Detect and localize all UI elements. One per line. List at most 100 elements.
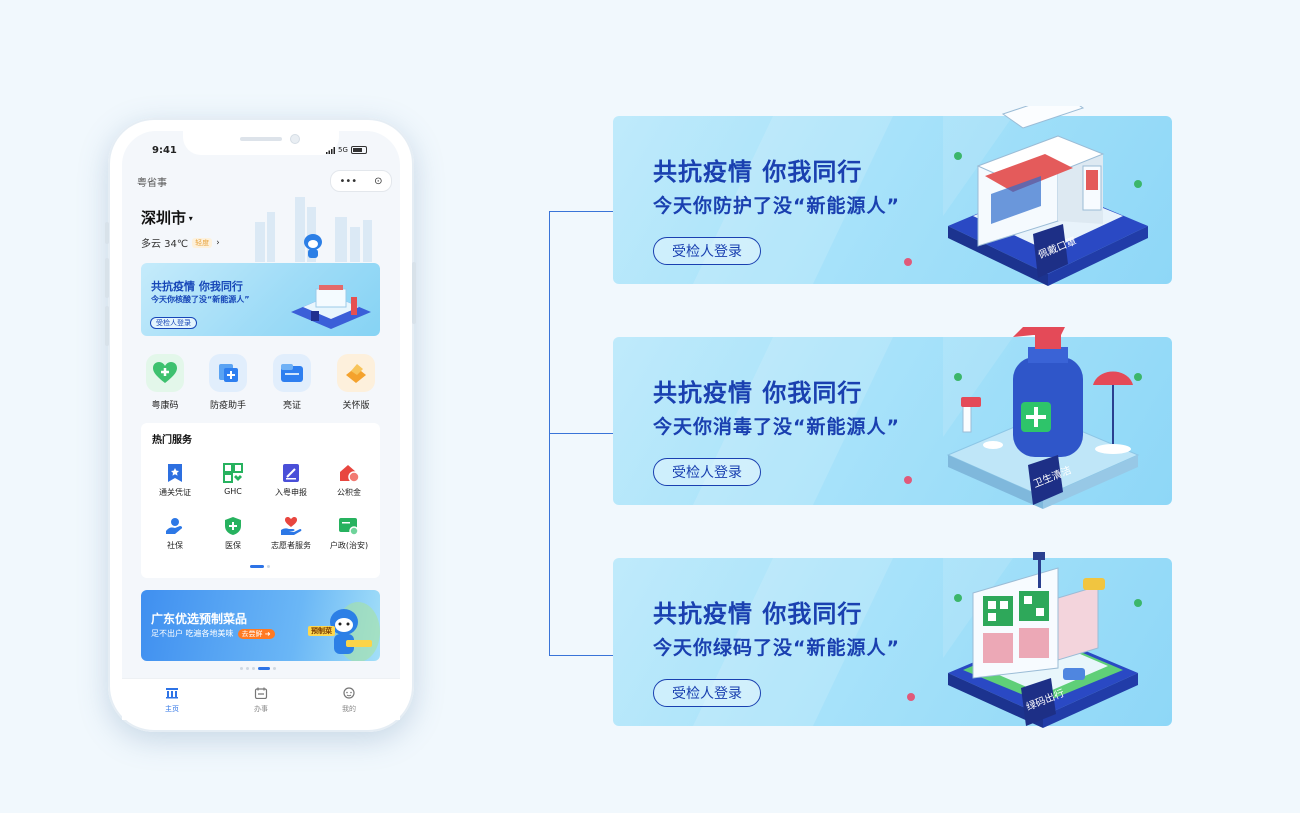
tab-home[interactable]: 主页: [142, 684, 202, 714]
chevron-right-icon: ›: [216, 237, 220, 248]
phone-notch: [183, 131, 339, 155]
customs-voucher-icon: [164, 462, 186, 484]
tab-label: 主页: [165, 705, 179, 713]
ghc-icon: [222, 462, 244, 484]
phone-volume-down: [105, 306, 109, 346]
promo-banner[interactable]: [141, 590, 380, 661]
promo-sign: 预制菜: [308, 626, 335, 636]
hot-services-title: 热门服务: [152, 435, 192, 446]
banner-title: 共抗疫情 你我同行: [653, 158, 863, 186]
connector-branch-1: [549, 211, 613, 212]
banner-login-button[interactable]: 受检人登录: [653, 458, 761, 486]
care-mode-icon: [337, 354, 375, 392]
aqi-badge: 轻度: [192, 237, 213, 248]
mini-banner-login-button[interactable]: 受检人登录: [150, 317, 197, 329]
pager-dot: [252, 667, 255, 670]
promo-title: 广东优选预制菜品: [151, 612, 248, 626]
app-title: 粤省事: [137, 178, 167, 189]
quick-item-certificate[interactable]: 亮证: [264, 354, 320, 411]
promo-mascot-illustration: [330, 602, 380, 661]
green-code-illustration: 绿码出行: [948, 552, 1138, 728]
banner-decor: [693, 337, 1142, 505]
volunteer-icon: [280, 515, 302, 537]
banner-login-button[interactable]: 受检人登录: [653, 237, 761, 265]
service-label: GHC: [224, 487, 242, 496]
pager-dot: [240, 667, 243, 670]
tab-profile[interactable]: 我的: [319, 684, 379, 714]
tab-services[interactable]: 办事: [231, 684, 291, 714]
banner-subtitle: 今天你防护了没“新能源人”: [653, 195, 900, 217]
housing-fund-icon: [338, 462, 360, 484]
service-entry-declare[interactable]: 入粤申报: [263, 462, 319, 498]
phone-mute-switch: [105, 222, 109, 244]
pager-dot: [267, 565, 270, 568]
more-icon[interactable]: •••: [339, 175, 358, 187]
promo-subtitle: 足不出户 吃遍各地美味: [151, 629, 234, 638]
pager-dot: [273, 667, 276, 670]
hot-services-pager: [250, 565, 270, 568]
social-security-icon: [164, 515, 186, 537]
banner-title: 共抗疫情 你我同行: [653, 600, 863, 628]
phone-speaker: [240, 137, 282, 141]
service-volunteer[interactable]: 志愿者服务: [263, 515, 319, 551]
network-label: 5G: [338, 146, 348, 154]
household-icon: [338, 515, 360, 537]
home-icon: [166, 688, 178, 699]
quick-item-label: 关怀版: [342, 401, 370, 411]
quick-item-health-code[interactable]: 粤康码: [137, 354, 193, 411]
battery-icon: [350, 146, 367, 154]
service-social-security[interactable]: 社保: [147, 515, 203, 551]
promo-try-button[interactable]: 去尝鲜 ➜: [237, 628, 275, 639]
signal-icon: [326, 146, 335, 154]
phone-camera: [290, 134, 300, 144]
promo-try-label: 去尝鲜: [241, 629, 263, 638]
promo-pager: [240, 667, 276, 670]
epidemic-assistant-icon: [209, 354, 247, 392]
service-housing-fund[interactable]: 公积金: [321, 462, 377, 498]
mini-banner-title: 共抗疫情 你我同行: [151, 280, 243, 293]
weather-text: 多云 34℃: [141, 239, 189, 250]
service-ghc[interactable]: GHC: [205, 462, 261, 496]
entry-declare-icon: [280, 462, 302, 484]
service-label: 志愿者服务: [271, 541, 311, 550]
service-label: 医保: [225, 541, 241, 550]
banner-login-button[interactable]: 受检人登录: [653, 679, 761, 707]
pager-dot: [246, 667, 249, 670]
banner-title: 共抗疫情 你我同行: [653, 379, 863, 407]
weather-info[interactable]: 多云 34℃ 轻度 ›: [141, 235, 220, 250]
quick-item-label: 防疫助手: [209, 401, 246, 411]
calendar-icon: [254, 687, 268, 700]
mini-banner-illustration: [291, 285, 371, 329]
profile-icon: [343, 687, 355, 699]
quick-item-label: 亮证: [282, 401, 301, 411]
service-label: 社保: [167, 541, 183, 550]
connector-branch-2: [549, 433, 613, 434]
service-medical-insurance[interactable]: 医保: [205, 515, 261, 551]
service-label: 入粤申报: [275, 488, 307, 497]
quick-item-label: 粤康码: [151, 401, 179, 411]
banner-disinfection[interactable]: 共抗疫情 你我同行 今天你消毒了没“新能源人” 受检人登录 卫生清洁: [613, 327, 1172, 509]
connector-branch-3: [549, 655, 613, 656]
banner-protection[interactable]: 共抗疫情 你我同行 今天你防护了没“新能源人” 受检人登录 佩戴口罩: [613, 106, 1172, 286]
banner-green-code[interactable]: 共抗疫情 你我同行 今天你绿码了没“新能源人” 受检人登录 绿码出行: [613, 552, 1172, 728]
pager-dot-active: [258, 667, 270, 670]
quick-item-care-mode[interactable]: 关怀版: [328, 354, 384, 411]
hot-services-card: [141, 423, 380, 578]
mini-program-capsule[interactable]: ••• ⊙: [330, 170, 392, 192]
phone-power-button: [412, 262, 416, 324]
tab-bar: [122, 678, 400, 720]
city-skyline-illustration: [255, 197, 372, 262]
status-indicators: 5G: [326, 146, 367, 154]
service-label: 公积金: [337, 488, 361, 497]
service-customs-voucher[interactable]: 通关凭证: [147, 462, 203, 498]
service-household[interactable]: 户政(治安): [321, 515, 377, 551]
health-code-icon: [146, 354, 184, 392]
close-icon[interactable]: ⊙: [374, 175, 383, 187]
shop-mask-illustration: 佩戴口罩: [948, 106, 1148, 286]
service-label: 通关凭证: [159, 488, 191, 497]
tab-label: 我的: [342, 705, 356, 713]
quick-item-epidemic-assistant[interactable]: 防疫助手: [200, 354, 256, 411]
banner-subtitle: 今天你消毒了没“新能源人”: [653, 416, 900, 438]
city-selector[interactable]: 深圳市 ▾: [141, 207, 193, 228]
phone-volume-up: [105, 258, 109, 298]
